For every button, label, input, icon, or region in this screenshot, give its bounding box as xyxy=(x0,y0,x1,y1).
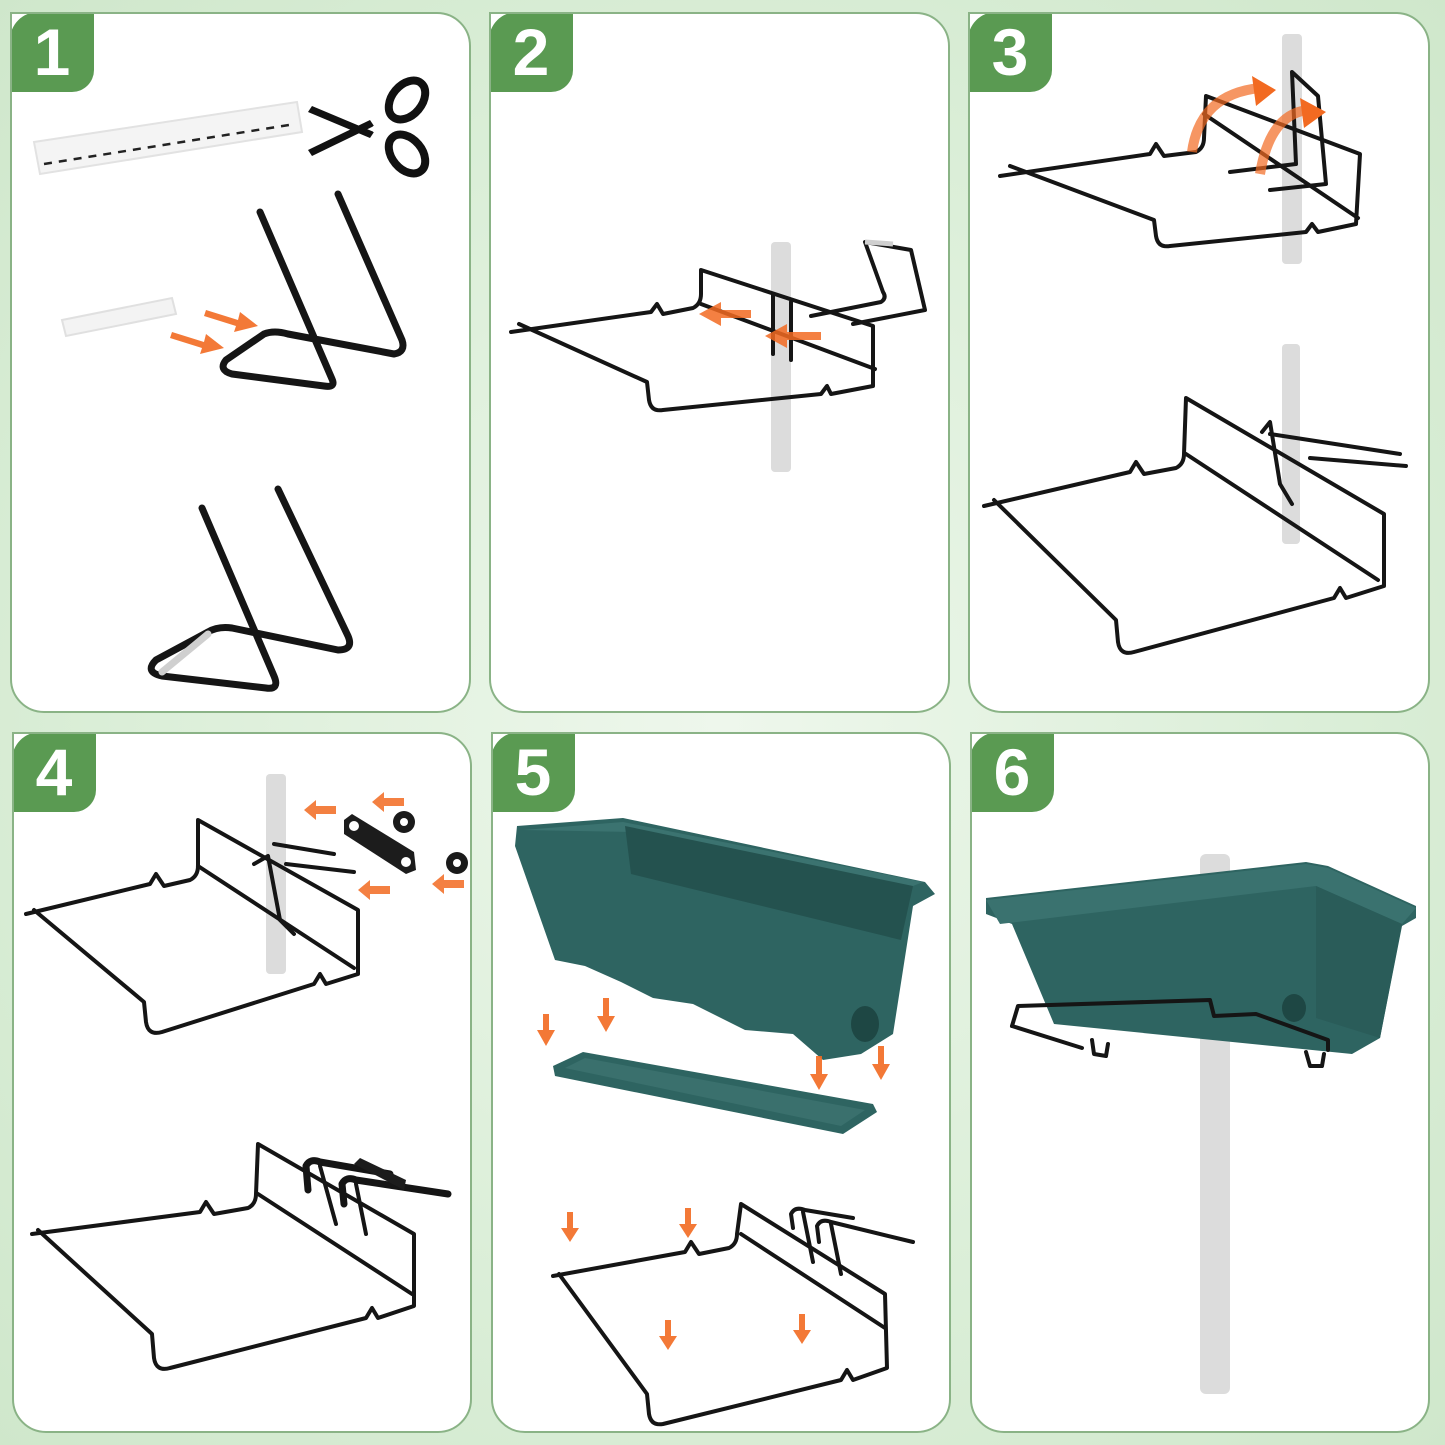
step-panel-4: 4 xyxy=(12,732,472,1433)
wire-frame xyxy=(1010,998,1330,1068)
arrow-icon xyxy=(170,310,258,354)
step-number-badge: 3 xyxy=(970,14,1052,92)
step-1-illustration xyxy=(32,76,430,692)
wire-frame-bottom xyxy=(30,1142,452,1371)
wire-frame xyxy=(509,239,927,413)
step-number-badge: 4 xyxy=(14,734,96,812)
step-2-illustration xyxy=(509,239,927,472)
arrow-icon xyxy=(699,302,821,348)
down-arrow-icon xyxy=(537,998,890,1350)
nut-icon xyxy=(393,811,468,874)
planter xyxy=(515,818,935,1060)
wire-frame-top xyxy=(24,818,360,1035)
wire-frame-top xyxy=(998,70,1362,249)
foam-strip xyxy=(32,100,304,176)
wire-frame xyxy=(551,1202,915,1427)
step-5-illustration xyxy=(515,818,935,1427)
curved-arrow-icon xyxy=(1187,76,1326,175)
step-number-badge: 5 xyxy=(493,734,575,812)
planter xyxy=(986,862,1416,1054)
wire-frame-bottom xyxy=(982,396,1408,655)
tray xyxy=(553,1052,877,1134)
step-panel-1: 1 xyxy=(10,12,471,713)
pole xyxy=(771,242,791,472)
small-foam-piece xyxy=(60,296,178,338)
pole xyxy=(266,774,286,974)
clamp-plate xyxy=(344,814,416,874)
step-panel-6: 6 xyxy=(970,732,1430,1433)
step-3-illustration xyxy=(982,34,1408,655)
step-4-illustration xyxy=(24,774,468,1371)
step-number-badge: 6 xyxy=(972,734,1054,812)
step-panel-3: 3 xyxy=(968,12,1430,713)
pole xyxy=(1282,344,1300,544)
wire-hook-top xyxy=(219,190,407,390)
step-panel-2: 2 xyxy=(489,12,950,713)
step-panel-5: 5 xyxy=(491,732,951,1433)
scissors-icon xyxy=(308,76,430,178)
step-6-illustration xyxy=(986,854,1416,1394)
step-number-badge: 2 xyxy=(491,14,573,92)
pole xyxy=(1282,34,1302,264)
step-number-badge: 1 xyxy=(12,14,94,92)
arrow-icon xyxy=(304,792,464,900)
wire-hook-bottom xyxy=(147,485,354,692)
